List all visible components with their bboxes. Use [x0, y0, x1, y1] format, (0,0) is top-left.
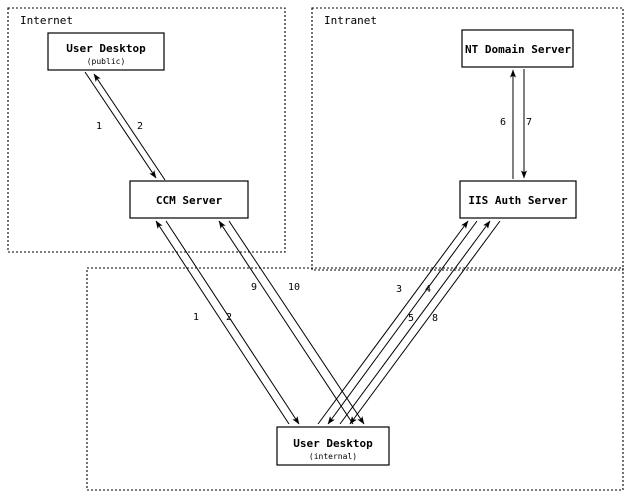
- zone-internet-boundary: [7, 7, 286, 253]
- step-label-1-public: 1: [96, 121, 102, 132]
- node-box-iis-auth-server[interactable]: [459, 180, 577, 219]
- node-title-iis-auth-server: IIS Auth Server: [468, 194, 568, 207]
- node-title-nt-domain-server: NT Domain Server: [465, 43, 571, 56]
- zone-internal-boundary: [86, 267, 624, 491]
- node-nt-domain-server[interactable]: NT Domain Server: [461, 29, 574, 68]
- node-user-desktop-public[interactable]: User Desktop (public): [47, 32, 165, 71]
- flow-arrow-3-internal-to-iis: [317, 220, 469, 425]
- step-label-7: 7: [526, 117, 532, 128]
- flow-arrow-10-ccm-to-internal: [228, 220, 365, 425]
- zone-boundaries: [7, 7, 624, 491]
- step-label-8: 8: [432, 313, 438, 324]
- step-label-10: 10: [288, 282, 300, 293]
- step-label-1-internal: 1: [193, 312, 199, 323]
- step-label-5: 5: [408, 313, 414, 324]
- node-user-desktop-internal[interactable]: User Desktop (internal): [276, 426, 390, 466]
- flow-arrow-1-internal-to-ccm: [155, 220, 290, 425]
- node-subtitle-user-desktop-public: (public): [87, 57, 126, 66]
- flow-arrow-1-public-to-ccm: [84, 71, 157, 179]
- flow-arrow-2-ccm-to-internal: [165, 220, 300, 425]
- zone-label-internet: Internet: [20, 14, 73, 27]
- node-title-ccm-server: CCM Server: [156, 194, 223, 207]
- flow-lines: [84, 69, 527, 425]
- flow-arrow-5-internal-to-iis: [339, 220, 491, 425]
- step-label-9: 9: [251, 282, 257, 293]
- node-iis-auth-server[interactable]: IIS Auth Server: [459, 180, 577, 219]
- node-subtitle-user-desktop-internal: (internal): [309, 452, 357, 461]
- flow-arrow-8-iis-to-internal: [349, 220, 501, 425]
- node-box-nt-domain-server[interactable]: [461, 29, 574, 68]
- flow-arrow-9-internal-to-ccm: [218, 220, 354, 425]
- zone-label-intranet: Intranet: [324, 14, 377, 27]
- step-label-6: 6: [500, 117, 506, 128]
- zone-intranet-boundary: [311, 7, 624, 271]
- flow-step-labels: 1 2 1 2 9 10 3 4 5 8 6 7: [96, 117, 532, 324]
- node-box-ccm-server[interactable]: [129, 180, 249, 219]
- flow-arrow-2-ccm-to-public: [93, 73, 166, 181]
- node-ccm-server[interactable]: CCM Server: [129, 180, 249, 219]
- flow-arrow-4-iis-to-internal: [327, 220, 478, 425]
- step-label-3: 3: [396, 284, 402, 295]
- step-label-4: 4: [425, 284, 431, 295]
- step-label-2-internal: 2: [226, 312, 232, 323]
- node-title-user-desktop-public: User Desktop: [66, 42, 146, 55]
- step-label-2-public: 2: [137, 121, 143, 132]
- zone-labels: Internet Intranet: [20, 14, 377, 27]
- node-title-user-desktop-internal: User Desktop: [293, 437, 373, 450]
- node-box-user-desktop-public[interactable]: [47, 32, 165, 71]
- node-box-user-desktop-internal[interactable]: [276, 426, 390, 466]
